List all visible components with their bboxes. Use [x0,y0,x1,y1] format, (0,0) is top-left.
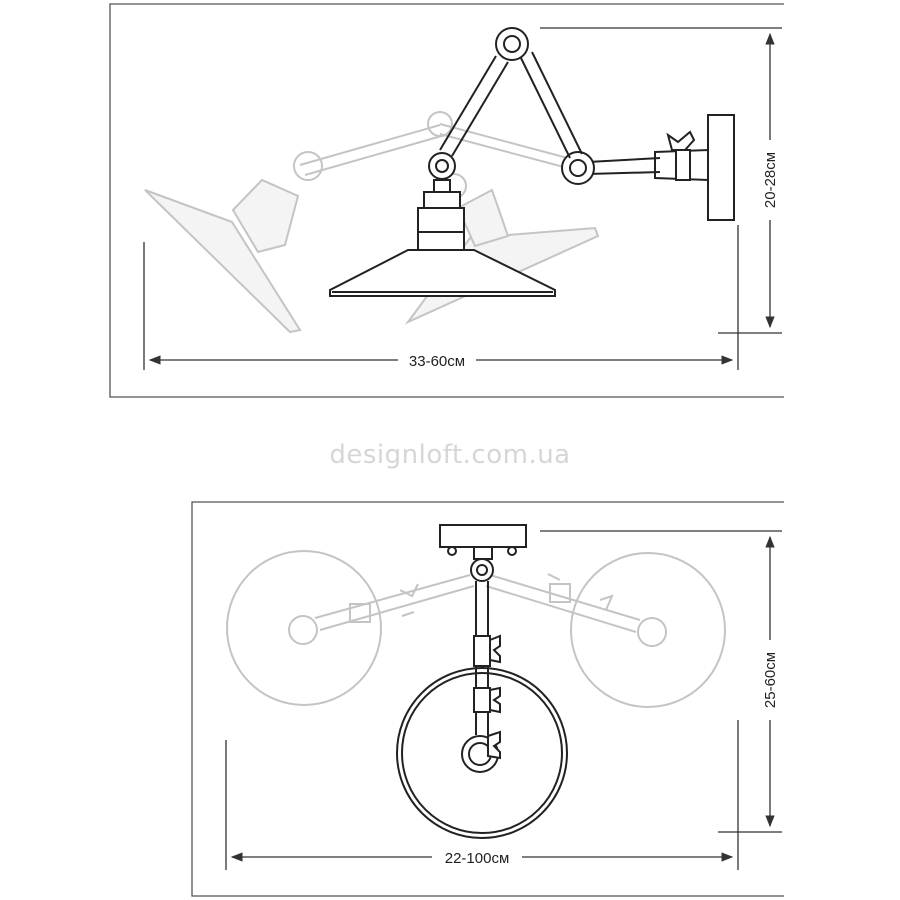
top-view-panel [191,501,784,897]
wing-nut-icon [666,130,696,151]
wing-nut-icon [489,686,501,714]
lamp-shade [396,667,568,839]
side-width-label: 33-60см [409,353,465,370]
wing-nut-icon [489,634,501,664]
top-ghost-lamp-right [485,552,726,708]
wall-plate [707,114,735,221]
side-main-lamp [329,27,735,297]
top-height-label: 25-60см [762,652,779,708]
side-ghost-lamp-left [144,111,576,334]
top-height-dimension [540,530,782,833]
watermark-text: designloft.com.ua [329,440,570,470]
top-view-frame [191,501,784,897]
side-height-label: 20-28см [762,152,779,208]
side-view-panel [109,3,784,398]
mount-plate [439,524,527,548]
side-view-frame [109,3,784,398]
top-ghost-lamp-left [226,550,475,706]
lamp-shade [329,249,556,297]
top-width-label: 22-100см [445,850,510,867]
